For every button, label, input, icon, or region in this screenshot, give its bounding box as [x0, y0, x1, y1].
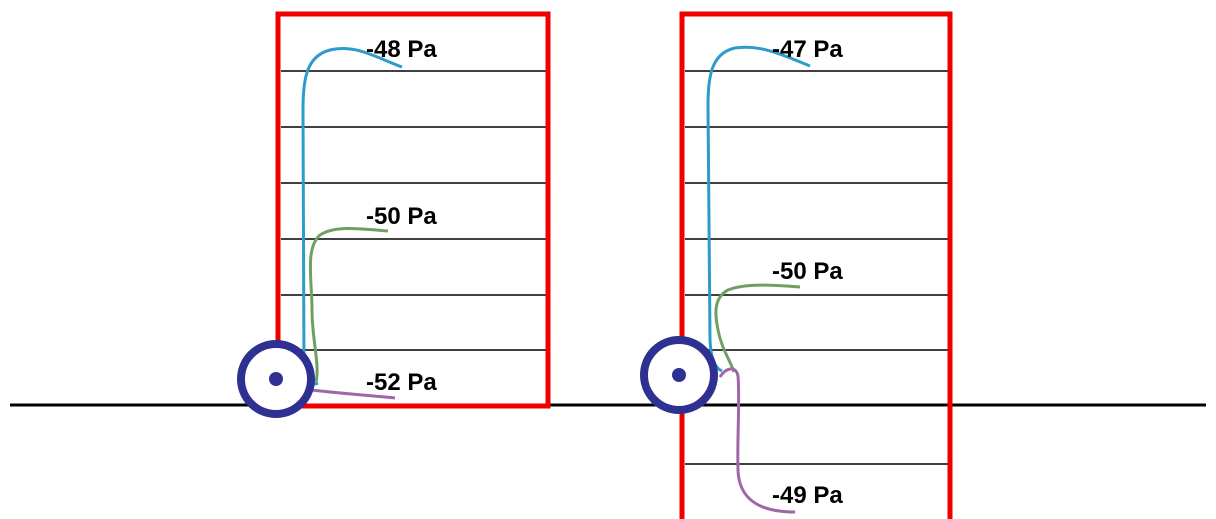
left-label-middle: -50 Pa — [366, 203, 437, 230]
left-floor-lines — [281, 70, 546, 351]
right-label-top: -47 Pa — [772, 36, 843, 63]
right-shaft-marker — [640, 336, 718, 414]
left-building-outline — [275, 11, 551, 409]
right-building: -47 Pa -50 Pa -49 Pa — [640, 11, 953, 519]
left-curve-bottom — [311, 388, 396, 400]
right-label-middle: -50 Pa — [772, 258, 843, 285]
right-label-bottom: -49 Pa — [772, 482, 843, 509]
left-label-bottom: -52 Pa — [366, 369, 437, 396]
left-label-top: -48 Pa — [366, 36, 437, 63]
left-shaft-marker — [237, 340, 315, 418]
left-curve-middle — [308, 227, 389, 383]
right-building-outline — [679, 11, 953, 519]
right-floor-lines — [685, 70, 948, 465]
left-building: -48 Pa -50 Pa -52 Pa — [237, 11, 551, 418]
right-curve-bottom — [718, 367, 796, 514]
right-curve-middle — [714, 283, 801, 373]
right-curve-top — [706, 45, 811, 373]
